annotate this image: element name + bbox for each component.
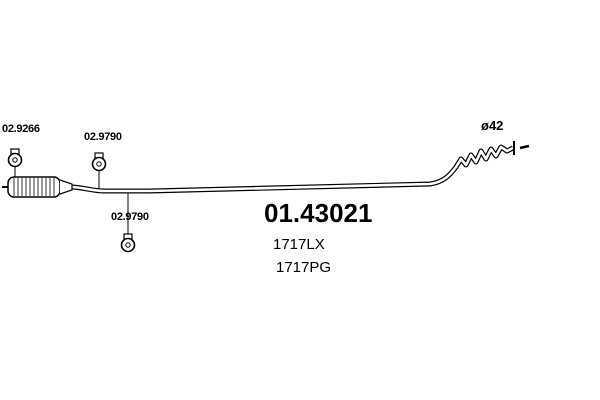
front-silencer (2, 176, 73, 198)
variant-code-2: 1717PG (276, 259, 332, 276)
clamp-icon-3 (120, 233, 136, 253)
clamp-icon-1 (7, 148, 23, 168)
clamp-leader-lines (14, 165, 129, 236)
part-number: 01.43021 (264, 198, 373, 228)
clamp-label-3: 02.9790 (111, 211, 149, 223)
clamp-icon-2 (91, 152, 107, 172)
clamp-label-2: 02.9790 (84, 131, 122, 143)
variant-code-1: 1717LX (273, 236, 325, 253)
clamp-label-1: 02.9266 (2, 123, 40, 135)
diameter-label: ø42 (481, 118, 504, 133)
pipe-end-flange (513, 141, 530, 155)
main-pipe (69, 144, 515, 194)
